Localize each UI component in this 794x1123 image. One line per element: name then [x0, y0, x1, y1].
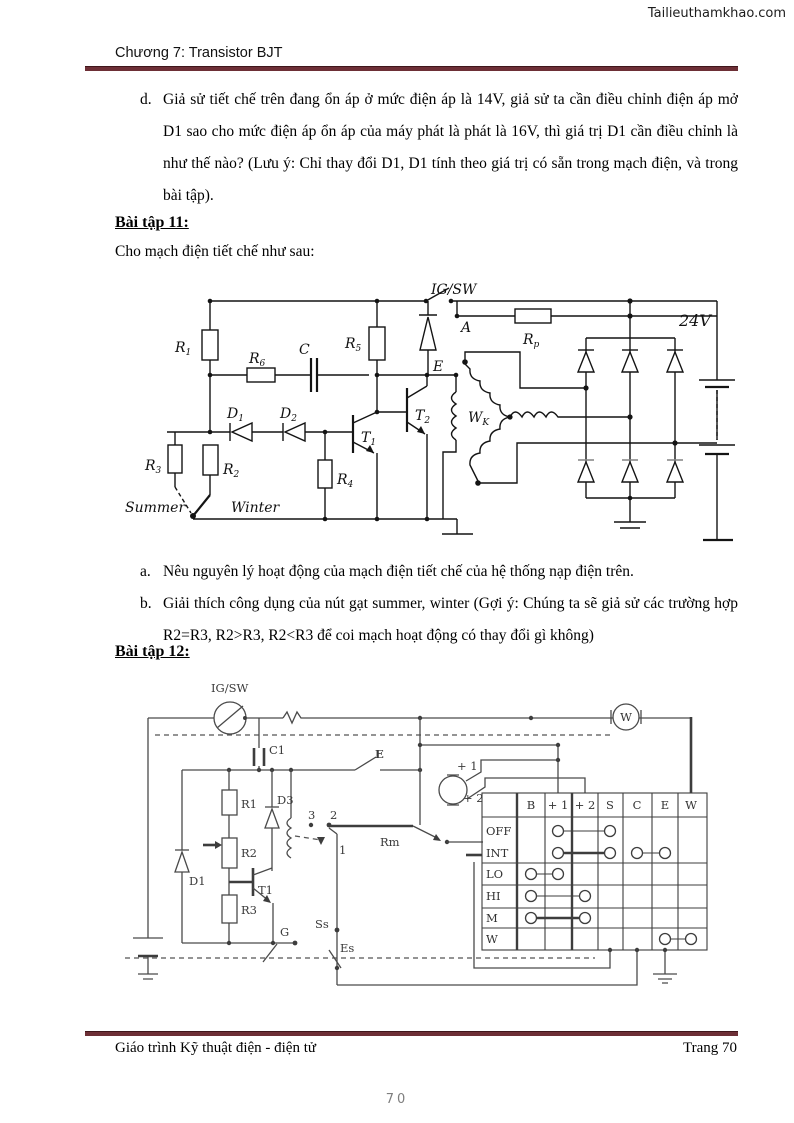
- item-a-text: Nêu nguyên lý hoạt động của mạch điện ti…: [163, 563, 634, 580]
- col-header-w: W: [685, 798, 697, 812]
- item-b-marker: b.: [140, 595, 152, 612]
- exercise-11-intro: Cho mạch điện tiết chế như sau:: [115, 243, 315, 260]
- label-r5: R5: [344, 336, 362, 354]
- label-e-2: E: [375, 747, 384, 761]
- chapter-header: Chương 7: Transistor BJT: [115, 45, 283, 61]
- regulator-circuit-diagram: IG/SW R1 R6 C R5 A Rp 24V E T2 T1 D1 D2 …: [125, 282, 735, 542]
- col-header-b: B: [527, 798, 535, 812]
- row-label-w: W: [486, 932, 498, 946]
- col-header-plus1: + 1: [548, 798, 569, 812]
- row-label-hi: HI: [486, 889, 501, 903]
- header-rule: [85, 66, 738, 71]
- label-wk: WK: [468, 410, 490, 428]
- label-g: G: [280, 925, 289, 939]
- exercise-11-item-a: a. Nêu nguyên lý hoạt động của mạch điện…: [140, 556, 740, 588]
- wiper-circuit-diagram: IG/SW C1 E R1 D3 R2 D1 T1 R3 3 2 1 Rm + …: [125, 681, 708, 986]
- footer-book-title: Giáo trình Kỹ thuật điện - điện tử: [115, 1040, 317, 1056]
- footer-rule: [85, 1031, 738, 1036]
- label-a: A: [459, 320, 471, 336]
- contact-circle: [603, 846, 617, 860]
- exercise-11-item-b: b. Giải thích công dụng của nút gạt summ…: [140, 588, 740, 652]
- wiper-meter-label: W: [620, 710, 632, 724]
- row-label-lo: LO: [486, 867, 503, 881]
- label-t2: T2: [415, 408, 430, 426]
- contact-circle: [603, 824, 617, 838]
- contact-circle: [551, 867, 565, 881]
- contact-circle: [578, 911, 592, 925]
- contact-circle: [684, 932, 698, 946]
- item-a-marker: a.: [140, 563, 151, 580]
- contact-circle: [658, 932, 672, 946]
- row-label-m: M: [486, 911, 498, 925]
- label-r3-2: R3: [241, 903, 257, 917]
- contact-circle: [524, 867, 538, 881]
- label-t1-2: T1: [258, 883, 273, 897]
- label-c1: C1: [269, 743, 285, 757]
- label-rp: Rp: [522, 332, 540, 350]
- exercise-12-title: Bài tập 12:: [115, 643, 190, 660]
- label-plus2: + 2: [463, 791, 484, 805]
- label-d1-2: D1: [189, 874, 206, 888]
- label-e: E: [432, 359, 443, 375]
- label-r1: R1: [174, 340, 191, 358]
- contact-circle: [551, 824, 565, 838]
- row-label-off: OFF: [486, 824, 511, 838]
- contact-circle: [578, 889, 592, 903]
- contact-circle: [630, 846, 644, 860]
- col-header-plus2: + 2: [575, 798, 596, 812]
- label-ss: Ss: [315, 917, 329, 931]
- label-r3: R3: [144, 458, 162, 476]
- page-number: 70: [385, 1092, 409, 1107]
- label-d2: D2: [279, 406, 297, 424]
- col-header-e: E: [661, 798, 669, 812]
- col-header-c: C: [633, 798, 642, 812]
- col-header-s: S: [606, 798, 614, 812]
- label-r2: R2: [222, 462, 240, 480]
- item-b-text: Giải thích công dụng của nút gạt summer,…: [163, 595, 738, 644]
- paragraph-item-d: d. Giả sử tiết chế trên đang ổn áp ở mức…: [140, 84, 740, 212]
- label-d3: D3: [277, 793, 294, 807]
- label-contact-2: 2: [330, 808, 337, 822]
- label-r2-2: R2: [241, 846, 257, 860]
- item-d-text: Giả sử tiết chế trên đang ổn áp ở mức đi…: [163, 91, 738, 204]
- contact-circle: [524, 911, 538, 925]
- label-summer: Summer: [125, 500, 186, 516]
- label-r1-2: R1: [241, 797, 257, 811]
- item-d-marker: d.: [140, 91, 152, 108]
- label-es: Es: [340, 941, 354, 955]
- label-ig-sw: IG/SW: [430, 282, 478, 298]
- label-r6: R6: [248, 351, 266, 369]
- contact-circle: [658, 846, 672, 860]
- label-ig-sw-2: IG/SW: [211, 681, 248, 695]
- contact-circle: [524, 889, 538, 903]
- label-winter: Winter: [231, 500, 281, 516]
- label-t1: T1: [361, 430, 376, 448]
- exercise-11-title: Bài tập 11:: [115, 214, 189, 231]
- label-c: C: [299, 342, 310, 358]
- row-label-int: INT: [486, 846, 509, 860]
- watermark: Tailieuthamkhao.com: [647, 6, 786, 21]
- footer-page-label: Trang 70: [682, 1040, 737, 1056]
- label-d1: D1: [226, 406, 244, 424]
- label-contact-1: 1: [339, 843, 346, 857]
- label-contact-3: 3: [308, 808, 315, 822]
- label-24v: 24V: [678, 311, 712, 330]
- label-rm: Rm: [380, 835, 400, 849]
- contact-circle: [551, 846, 565, 860]
- label-r4: R4: [336, 472, 354, 490]
- label-plus1: + 1: [457, 759, 478, 773]
